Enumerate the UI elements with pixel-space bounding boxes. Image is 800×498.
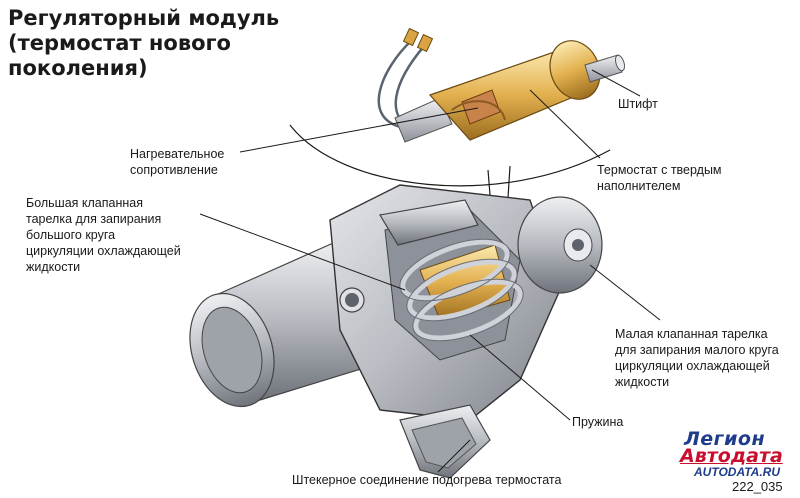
leader-pin xyxy=(591,69,641,97)
label-big-valve-line-3: большого круга xyxy=(26,228,116,242)
label-big-valve-line-5: жидкости xyxy=(26,260,81,274)
label-spring: Пружина xyxy=(572,415,624,429)
figure-number: 222_035 xyxy=(732,479,783,494)
label-heater: Нагревательное сопротивление xyxy=(130,146,224,178)
label-small-valve-line-2: для запирания малого круга xyxy=(615,343,779,357)
leader-connector xyxy=(437,439,471,473)
label-thermostat-line-2: наполнителем xyxy=(597,179,681,193)
watermark-logo: Легион Автодата AUTODATA.RU xyxy=(666,428,796,482)
leader-heater xyxy=(239,107,479,153)
title-line-2: (термостат нового xyxy=(8,31,231,55)
label-big-valve-line-4: циркуляции охлаждающей xyxy=(26,244,181,258)
logo-line-3: AUTODATA.RU xyxy=(694,465,780,479)
label-small-valve: Малая клапанная тарелка для запирания ма… xyxy=(615,326,779,390)
label-thermostat-line-1: Термостат с твердым xyxy=(597,163,722,177)
leader-thermostat xyxy=(529,89,601,159)
label-heater-line-1: Нагревательное xyxy=(130,147,225,161)
title-line-1: Регуляторный модуль xyxy=(8,6,280,30)
logo-line-1: Легион xyxy=(684,428,766,450)
thermostat-housing xyxy=(189,184,603,479)
label-connector: Штекерное соединение подогрева термостат… xyxy=(292,473,562,487)
label-big-valve-line-1: Большая клапанная xyxy=(26,196,144,210)
label-pin: Штифт xyxy=(618,97,658,111)
leader-small-valve xyxy=(589,264,661,321)
leader-big-valve xyxy=(199,213,406,291)
diagram-title: Регуляторный модуль (термостат нового по… xyxy=(8,6,279,81)
logo-line-2: Автодата xyxy=(680,445,783,467)
label-small-valve-line-3: циркуляции охлаждающей xyxy=(615,359,770,373)
label-small-valve-line-4: жидкости xyxy=(615,375,670,389)
leader-spring xyxy=(469,334,571,421)
title-line-3: поколения) xyxy=(8,56,148,80)
leader-lines xyxy=(199,69,661,473)
label-small-valve-line-1: Малая клапанная тарелка xyxy=(615,327,768,341)
thermostat-element-detail xyxy=(377,27,626,143)
label-heater-line-2: сопротивление xyxy=(130,163,218,177)
label-big-valve-line-2: тарелка для запирания xyxy=(26,212,162,226)
label-thermostat: Термостат с твердым наполнителем xyxy=(597,162,722,194)
label-big-valve: Большая клапанная тарелка для запирания … xyxy=(26,195,181,275)
